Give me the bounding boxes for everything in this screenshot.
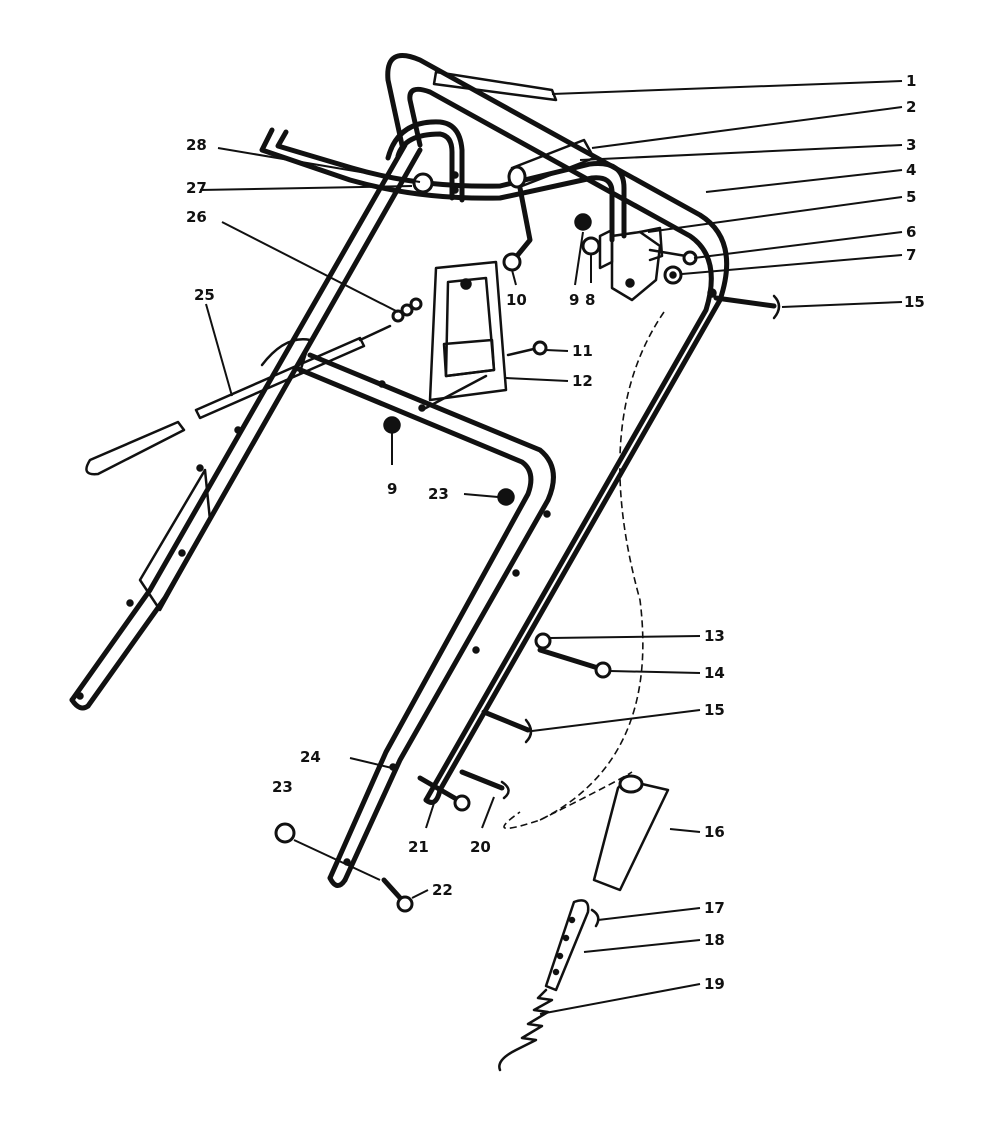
callout-15-lower: 15 bbox=[704, 701, 725, 719]
throttle-plate bbox=[420, 260, 508, 412]
callout-7: 7 bbox=[906, 246, 916, 264]
nut-10 bbox=[502, 252, 522, 272]
lower-handle bbox=[69, 142, 556, 888]
carriage-bolt-15-upper bbox=[713, 294, 781, 320]
callout-11: 11 bbox=[572, 342, 593, 360]
callout-21: 21 bbox=[408, 838, 429, 856]
callout-28: 28 bbox=[186, 136, 207, 154]
callout-10: 10 bbox=[506, 291, 527, 309]
cable-path bbox=[503, 311, 665, 830]
grip-16 bbox=[592, 774, 670, 892]
callout-8: 8 bbox=[585, 291, 595, 309]
callout-9-upper: 9 bbox=[569, 291, 579, 309]
cable-path-lower bbox=[539, 771, 633, 821]
callout-9-lower: 9 bbox=[387, 480, 397, 498]
spring-26 bbox=[391, 297, 423, 323]
callout-15-upper: 15 bbox=[904, 293, 925, 311]
nut-9-upper bbox=[574, 213, 592, 231]
callout-1: 1 bbox=[906, 72, 916, 90]
rail-24 bbox=[343, 763, 397, 866]
bolt-22 bbox=[381, 877, 414, 913]
throttle-cable bbox=[85, 324, 392, 476]
control-bail bbox=[259, 119, 627, 243]
bolt-14 bbox=[537, 647, 612, 679]
nut-23-upper bbox=[497, 488, 515, 506]
callout-26: 26 bbox=[186, 208, 207, 226]
nut-9-lower bbox=[383, 416, 401, 434]
callout-17: 17 bbox=[704, 899, 725, 917]
callout-16: 16 bbox=[704, 823, 725, 841]
callout-4: 4 bbox=[906, 161, 916, 179]
callout-23-lower: 23 bbox=[272, 778, 293, 796]
callout-19: 19 bbox=[704, 975, 725, 993]
callout-labels: 1 2 3 4 5 6 7 8 9 10 11 12 13 14 15 15 1… bbox=[186, 72, 925, 993]
callout-25: 25 bbox=[194, 286, 215, 304]
callout-14: 14 bbox=[704, 664, 725, 682]
nut-23-lower bbox=[274, 822, 296, 844]
carriage-bolt-15-lower bbox=[481, 709, 533, 744]
control-bracket bbox=[598, 226, 698, 302]
washer-13 bbox=[534, 632, 552, 650]
callout-12: 12 bbox=[572, 372, 593, 390]
callout-2: 2 bbox=[906, 98, 916, 116]
washer-8 bbox=[581, 236, 601, 256]
upper-handle bbox=[385, 53, 730, 805]
callout-24: 24 bbox=[300, 748, 321, 766]
nut-27 bbox=[412, 172, 434, 194]
callout-5: 5 bbox=[906, 188, 916, 206]
callout-20: 20 bbox=[470, 838, 491, 856]
spring-19 bbox=[498, 988, 554, 1072]
screw-11 bbox=[506, 340, 548, 357]
bolt-21 bbox=[417, 775, 471, 812]
callout-6: 6 bbox=[906, 223, 916, 241]
callout-13: 13 bbox=[704, 627, 725, 645]
callout-22: 22 bbox=[432, 881, 453, 899]
callout-18: 18 bbox=[704, 931, 725, 949]
leader-lines bbox=[199, 80, 903, 1015]
callout-23-upper: 23 bbox=[428, 485, 449, 503]
clip-17 bbox=[590, 908, 600, 928]
bolt-20 bbox=[459, 769, 510, 800]
callout-3: 3 bbox=[906, 136, 916, 154]
spring-holder-18 bbox=[544, 899, 590, 992]
callout-27: 27 bbox=[186, 179, 207, 197]
